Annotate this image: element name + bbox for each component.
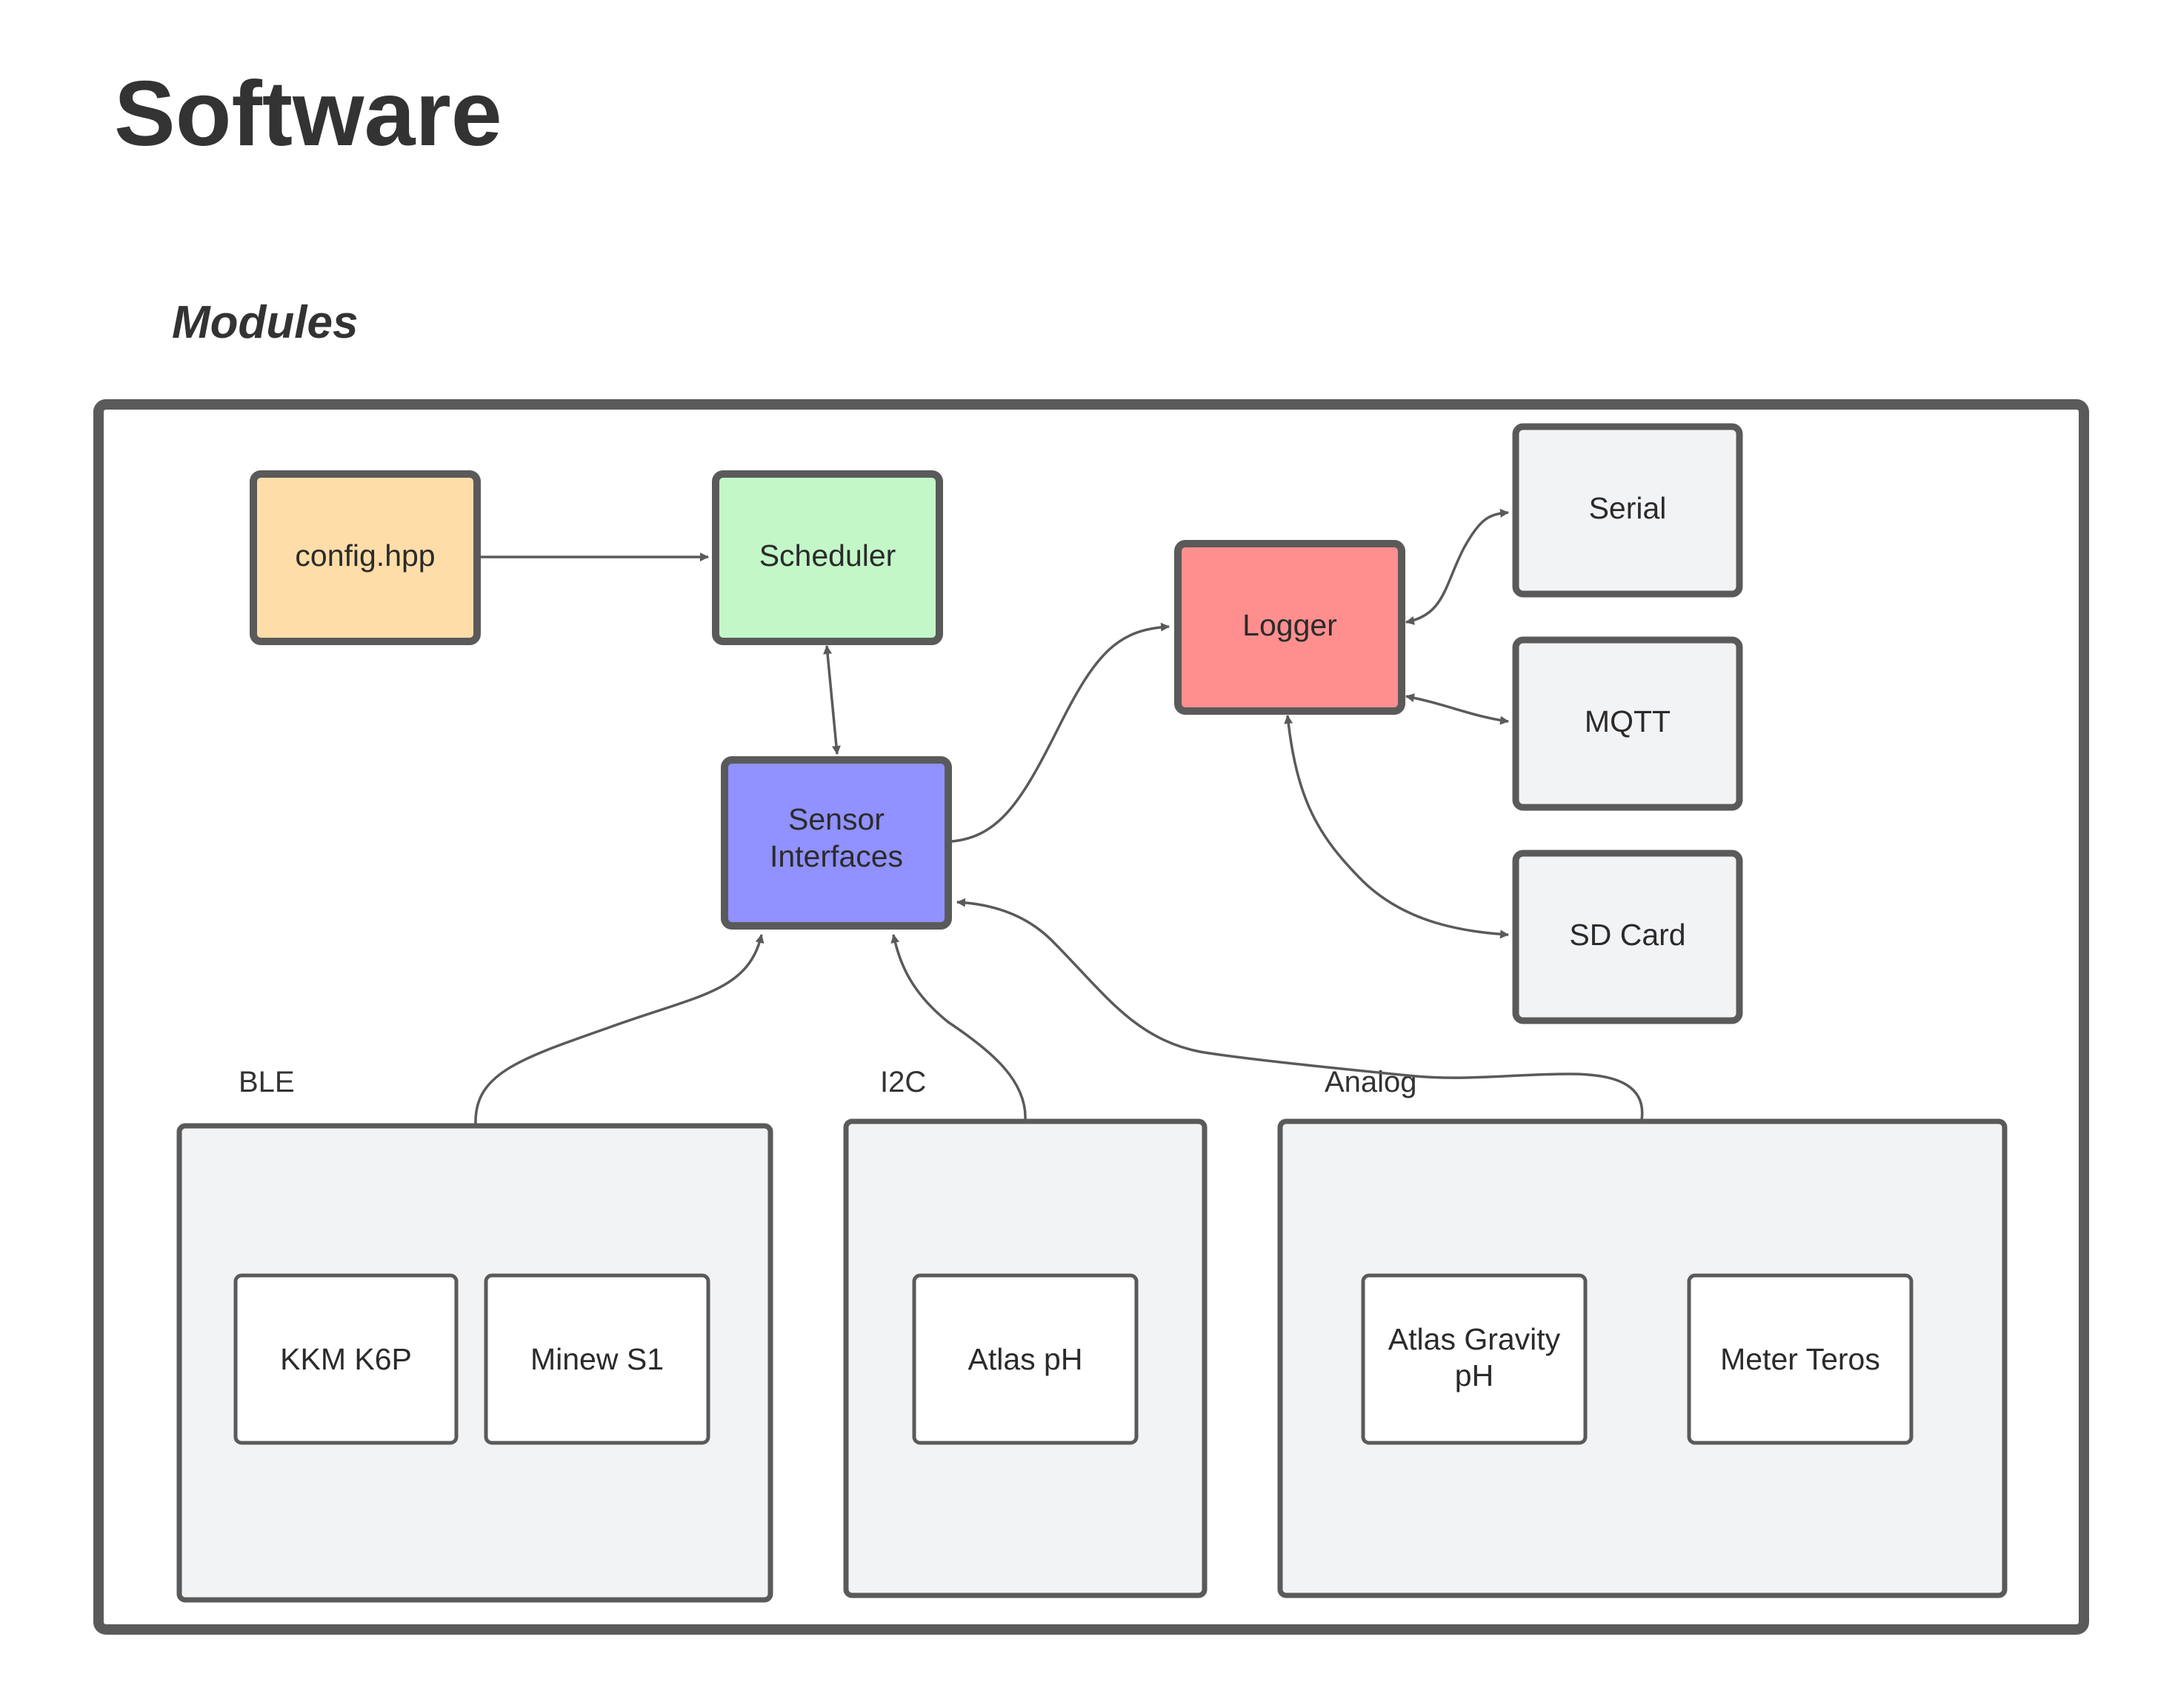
edge-ble-sensor	[474, 934, 765, 1125]
node-label: MQTT	[1585, 704, 1671, 738]
page-title: Software	[114, 63, 502, 165]
edge-logger-serial	[1405, 508, 1509, 625]
i2c-group-label: I2C	[880, 1066, 926, 1098]
modules-subtitle: Modules	[172, 297, 358, 348]
device-minew-s1[interactable]: Minew S1	[484, 1273, 710, 1445]
device-label-line2: pH	[1455, 1358, 1493, 1392]
analog-group	[1277, 1118, 2008, 1598]
node-serial[interactable]: Serial	[1512, 423, 1743, 598]
edge-analog-sensor	[956, 898, 1644, 1121]
edge-i2c-sensor	[890, 934, 1027, 1121]
edge-logger-sdcard	[1284, 715, 1509, 939]
edge-sensor-logger	[950, 622, 1170, 843]
device-label: Meter Teros	[1720, 1342, 1880, 1376]
ble-group-label: BLE	[239, 1066, 295, 1098]
node-label-line1: Sensor	[788, 802, 885, 836]
node-label: Scheduler	[759, 538, 896, 573]
node-logger[interactable]: Logger	[1174, 540, 1405, 715]
node-label: Logger	[1242, 608, 1337, 642]
node-label: config.hpp	[295, 538, 435, 573]
device-kkm-k6p[interactable]: KKM K6P	[233, 1273, 459, 1445]
node-scheduler[interactable]: Scheduler	[712, 470, 943, 645]
device-label: Atlas pH	[968, 1342, 1083, 1376]
device-label-line1: Atlas Gravity	[1388, 1322, 1561, 1356]
node-label: Serial	[1589, 491, 1667, 525]
device-label: Minew S1	[530, 1342, 664, 1376]
device-atlas-gravity-ph[interactable]: Atlas Gravity pH	[1361, 1273, 1588, 1445]
edge-scheduler-sensor	[823, 645, 841, 755]
node-sensor-interfaces[interactable]: Sensor Interfaces	[721, 756, 952, 930]
node-sd-card[interactable]: SD Card	[1512, 850, 1743, 1024]
node-config[interactable]: config.hpp	[250, 470, 481, 645]
device-atlas-ph[interactable]: Atlas pH	[912, 1273, 1139, 1445]
ble-group	[176, 1123, 773, 1603]
node-label-line2: Interfaces	[770, 839, 903, 873]
device-label: KKM K6P	[280, 1342, 412, 1376]
node-label: SD Card	[1569, 918, 1685, 952]
node-mqtt[interactable]: MQTT	[1512, 636, 1743, 811]
device-meter-teros[interactable]: Meter Teros	[1687, 1273, 1914, 1445]
